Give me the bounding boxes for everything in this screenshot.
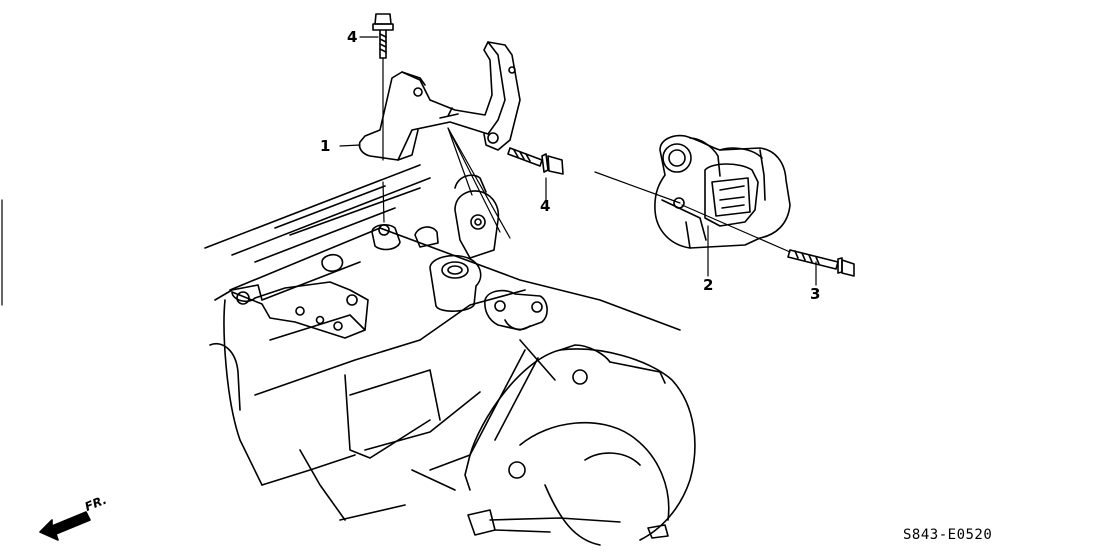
- front-arrow-icon: [39, 511, 91, 541]
- callout-2: 2: [703, 276, 714, 294]
- bolt-top: [372, 13, 394, 59]
- diagram-code: S843-E0520: [903, 527, 993, 543]
- mount-bracket: [358, 41, 521, 161]
- callout-3: 3: [810, 285, 821, 303]
- engine-mount: [654, 134, 791, 249]
- leader-lines: [339, 36, 817, 286]
- transmission-case: [204, 164, 696, 546]
- callout-4-top: 4: [347, 28, 358, 46]
- bolt-side: [507, 147, 564, 175]
- callout-1: 1: [320, 137, 331, 155]
- bolt-long: [787, 249, 855, 277]
- callout-4-mid: 4: [540, 197, 551, 215]
